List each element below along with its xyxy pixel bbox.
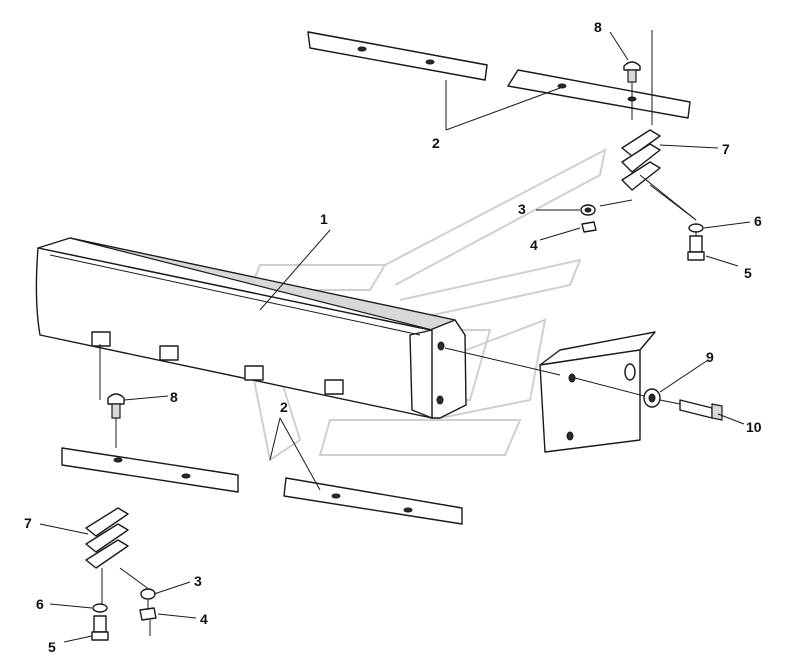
mounting-plate	[539, 331, 656, 453]
wear-strip-bottom-right	[283, 477, 463, 525]
callout-part-4-top: 4	[530, 237, 538, 253]
callout-part-4-bottom: 4	[200, 611, 208, 627]
spacer-plates-top-part-7	[621, 129, 661, 191]
callout-part-1: 1	[320, 211, 328, 227]
callout-labels: 1 2 2 3 3 4 4 5 5 6 6 7 7 8 8 9 10	[24, 19, 762, 655]
callout-part-5-bottom: 5	[48, 639, 56, 655]
callout-part-8-bottom: 8	[170, 389, 178, 405]
washer-part-9	[643, 388, 661, 408]
bolt-bottom-part-5	[91, 615, 109, 641]
leader-lines	[39, 31, 751, 643]
callout-part-5-top: 5	[744, 265, 752, 281]
bolt-top-part-5	[687, 235, 705, 261]
callout-part-10: 10	[746, 419, 762, 435]
assembly-axis-lines	[99, 30, 697, 636]
callout-part-2-top: 2	[432, 135, 440, 151]
washer-top-part-3	[580, 204, 596, 216]
bolt-part-10	[679, 399, 723, 421]
spacer-plates-bottom-part-7	[85, 507, 129, 569]
callout-part-8-top: 8	[594, 19, 602, 35]
washer-top-part-6	[688, 223, 704, 233]
callout-part-2-bottom: 2	[280, 399, 288, 415]
nut-bottom-part-4	[139, 607, 157, 621]
callout-part-6-bottom: 6	[36, 596, 44, 612]
callout-part-3-top: 3	[518, 201, 526, 217]
callout-part-7-top: 7	[722, 141, 730, 157]
nut-top-part-4	[581, 221, 597, 233]
callout-part-3-bottom: 3	[194, 573, 202, 589]
wear-strip-top-right	[507, 69, 691, 119]
callout-part-6-top: 6	[754, 213, 762, 229]
washer-bottom-part-6	[92, 603, 108, 613]
wear-strip-bottom-left	[61, 447, 239, 493]
bumper-beam-part-1	[35, 237, 467, 419]
callout-part-7-bottom: 7	[24, 515, 32, 531]
carriage-bolt-bottom-part-8	[107, 393, 125, 419]
wear-strip-top-left	[307, 31, 488, 81]
callout-part-9: 9	[706, 349, 714, 365]
carriage-bolt-top-part-8	[623, 61, 641, 83]
washer-bottom-part-3	[140, 588, 156, 600]
